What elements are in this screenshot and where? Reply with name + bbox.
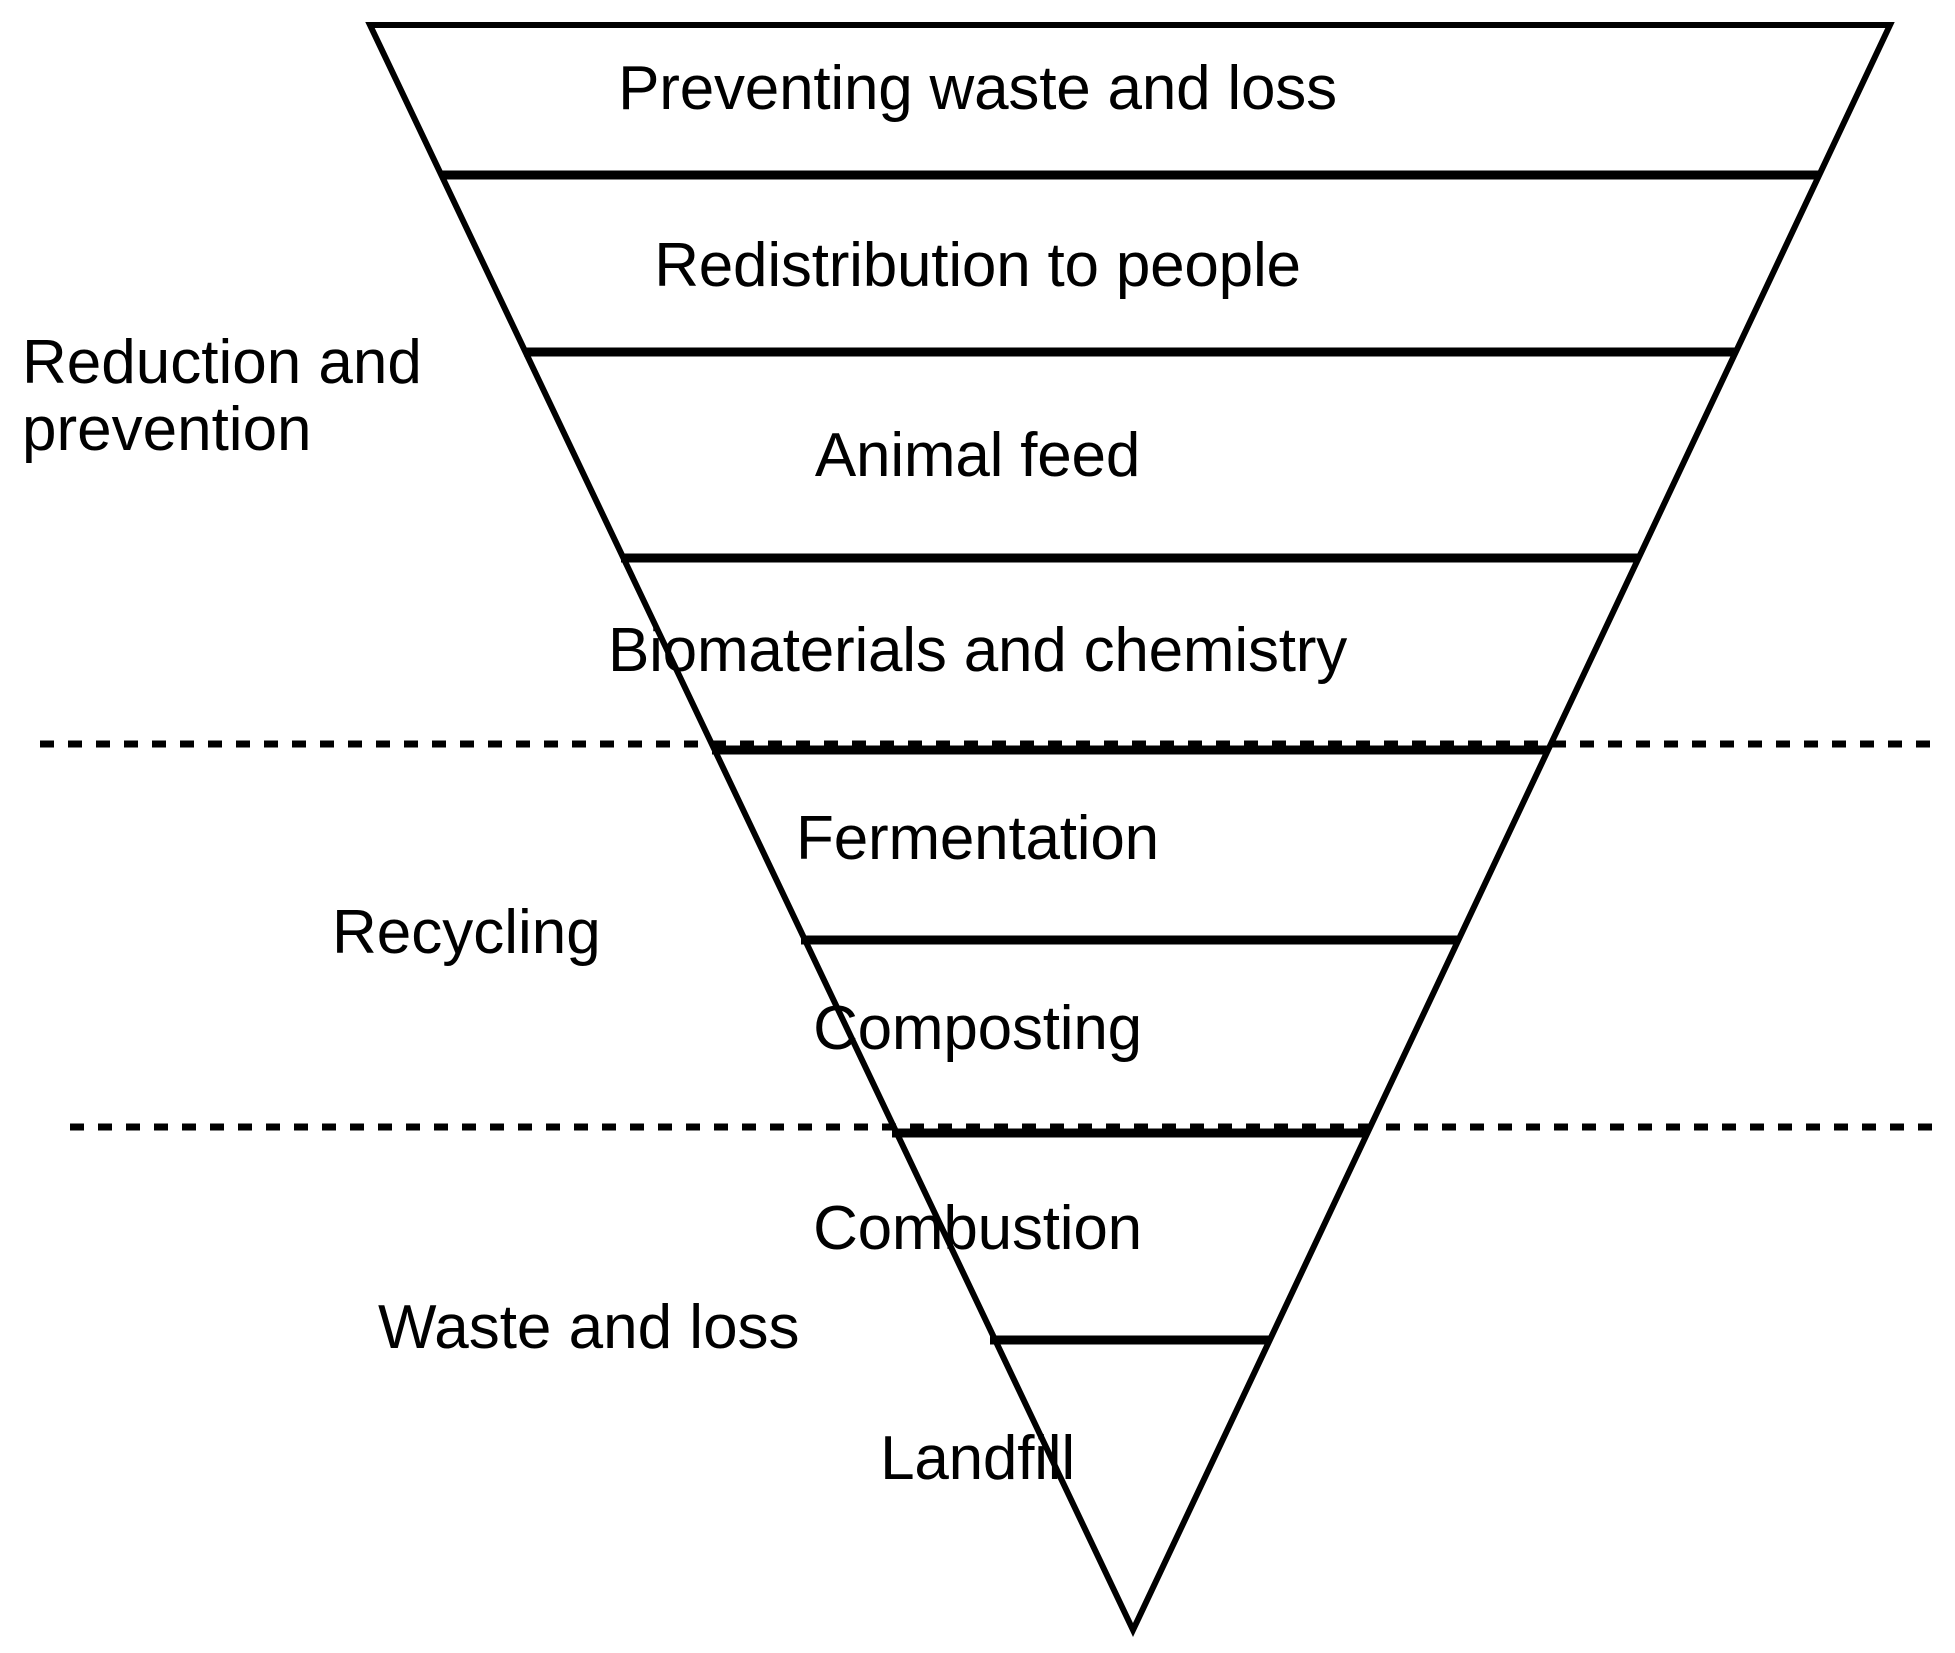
tier-label-preventing-waste-and-loss: Preventing waste and loss [618,54,1337,123]
tier-label-animal-feed: Animal feed [814,421,1141,490]
tier-label-landfill: Landfill [880,1424,1075,1493]
group-label-waste-and-loss: Waste and loss [378,1293,800,1362]
tier-label-biomaterials-and-chemistry: Biomaterials and chemistry [607,616,1348,685]
group-label-reduction-and-prevention: Reduction and prevention [22,328,422,464]
tier-divider-lines [441,170,1819,1345]
group-label-recycling: Recycling [332,898,601,967]
tier-label-combustion: Combustion [813,1194,1142,1263]
tier-label-composting: Composting [813,994,1142,1063]
tier-label-redistribution-to-people: Redistribution to people [654,231,1301,300]
tier-label-fermentation: Fermentation [796,804,1159,873]
triangle-outline [365,22,1895,1638]
